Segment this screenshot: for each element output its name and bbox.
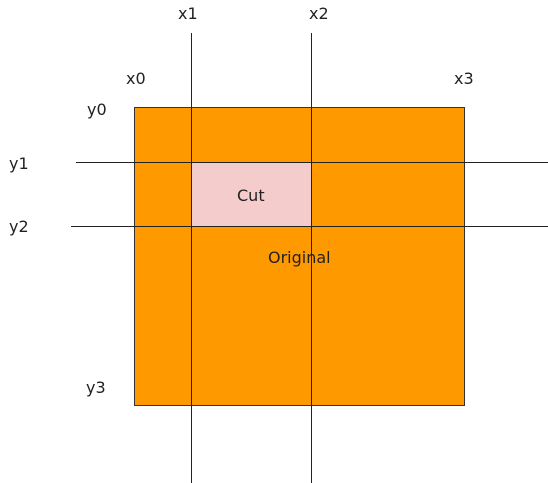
x2-label: x2 — [309, 4, 329, 23]
x0-label: x0 — [126, 69, 146, 88]
cut-rectangle — [191, 163, 311, 226]
y1-label: y1 — [9, 154, 29, 173]
y2-line — [71, 226, 548, 227]
cut-label: Cut — [237, 186, 265, 205]
y1-line — [76, 162, 548, 163]
x3-label: x3 — [454, 69, 474, 88]
original-label: Original — [268, 248, 331, 267]
y2-label: y2 — [9, 217, 29, 236]
y3-label: y3 — [86, 378, 106, 397]
original-rectangle — [134, 107, 465, 406]
y0-label: y0 — [87, 100, 107, 119]
x1-label: x1 — [178, 4, 198, 23]
x1-line — [191, 33, 192, 483]
x2-line — [311, 33, 312, 483]
